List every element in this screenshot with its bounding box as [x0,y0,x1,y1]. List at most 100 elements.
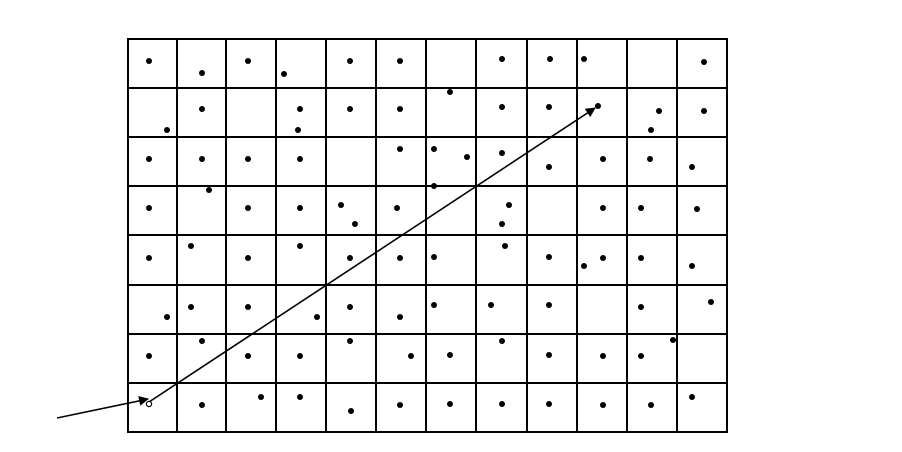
dot [638,205,644,211]
dot [670,337,676,343]
dot [297,106,303,112]
dot [199,402,205,408]
dot [648,402,654,408]
dot [581,56,587,62]
dot [397,58,403,64]
dot [656,108,662,114]
dot [499,56,505,62]
dot [546,302,552,308]
dot [638,304,644,310]
dot [245,353,251,359]
dot [499,221,505,227]
dot [408,353,414,359]
dot [694,206,700,212]
dot [295,127,301,133]
dot [464,154,470,160]
dot [708,299,714,305]
dot [199,156,205,162]
dot [689,394,695,400]
dot [546,104,552,110]
dot [146,58,152,64]
dot [638,255,644,261]
dot [431,146,437,152]
dot [431,183,437,189]
dot [397,146,403,152]
dot [297,394,303,400]
dot [397,314,403,320]
dot [499,150,505,156]
dot [447,401,453,407]
dot [188,243,194,249]
dot [199,70,205,76]
dot [499,104,505,110]
dot [164,314,170,320]
dot [245,205,251,211]
dot [648,127,654,133]
incoming-arrow [56,395,149,419]
dot [499,338,505,344]
dot [547,56,553,62]
dot [431,254,437,260]
dot [397,402,403,408]
dot [258,394,264,400]
dot [638,353,644,359]
dot [146,156,152,162]
dot [347,338,353,344]
dot [701,108,707,114]
dot [581,263,587,269]
dot [701,59,707,65]
dot [546,401,552,407]
dot [188,304,194,310]
dot [245,255,251,261]
dot [488,302,494,308]
dot [347,255,353,261]
dot [397,255,403,261]
dot [689,263,695,269]
dot [431,302,437,308]
dot [397,106,403,112]
dot [245,156,251,162]
dot [146,353,152,359]
dot [199,106,205,112]
dot [338,202,344,208]
grid-lines [128,39,727,432]
dot [297,243,303,249]
dot [499,401,505,407]
dot [689,164,695,170]
dot [600,402,606,408]
dot [347,304,353,310]
dot [146,255,152,261]
dot [245,58,251,64]
dot [600,205,606,211]
dot [281,71,287,77]
diagonal-arrow [148,107,596,403]
dot [546,352,552,358]
scatter-dots [146,56,714,414]
dot [447,89,453,95]
dot [164,127,170,133]
dot [600,353,606,359]
dot [394,205,400,211]
dot [347,106,353,112]
dot [297,353,303,359]
dot [546,254,552,260]
dot [146,205,152,211]
dot [314,314,320,320]
dot [297,156,303,162]
dot [600,255,606,261]
start-marker [145,400,153,408]
dot [347,58,353,64]
dot [546,164,552,170]
dot [595,103,601,109]
dot [447,352,453,358]
dot [600,156,606,162]
dot [506,202,512,208]
dot [245,304,251,310]
dot [647,156,653,162]
dot [348,408,354,414]
dot [502,243,508,249]
dot [352,221,358,227]
dot [297,205,303,211]
dot [206,187,212,193]
